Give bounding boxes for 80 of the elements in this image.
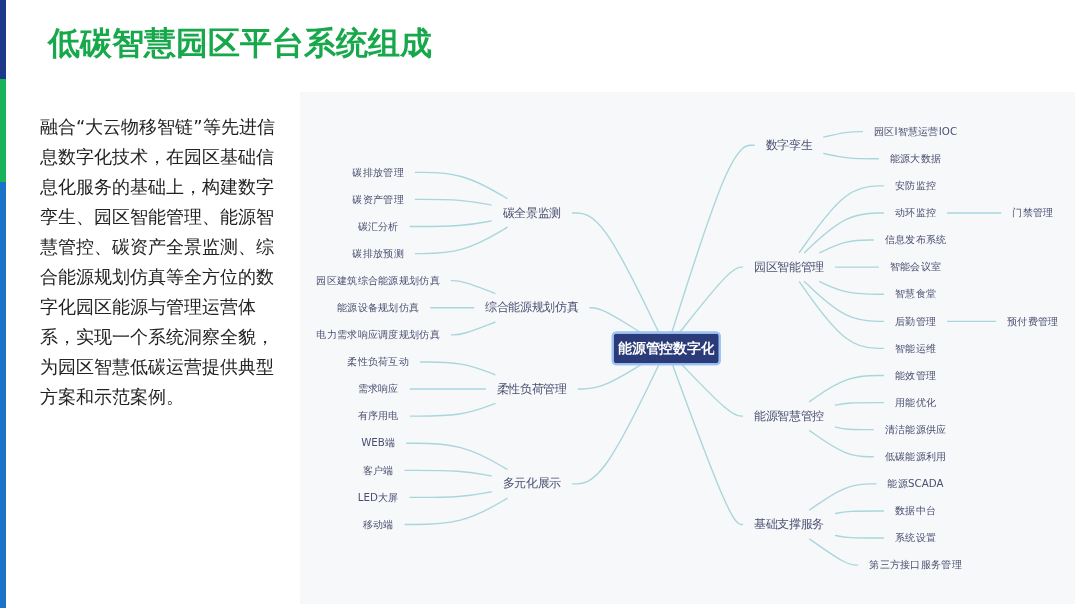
node-text: 能源SCADA: [887, 477, 944, 490]
node-text: 系统设置: [894, 531, 937, 544]
node-text: 门禁管理: [1012, 206, 1054, 219]
node-text: 动环监控: [894, 206, 937, 219]
node-text: 智慧食堂: [894, 287, 937, 300]
node-text: 清洁能源供应: [884, 422, 947, 436]
node-text: 智能运维: [894, 341, 937, 354]
node-text: 碳排放预测: [352, 246, 404, 260]
connector: [571, 363, 660, 485]
connector: [403, 469, 493, 477]
connector: [681, 363, 744, 417]
node-text: 移动端: [362, 517, 394, 531]
connector: [429, 306, 475, 309]
connector: [798, 184, 885, 254]
node-text: 智能会议室: [889, 260, 942, 273]
connector: [834, 425, 875, 430]
node-text: 需求响应: [357, 382, 399, 395]
node-text: WEB端: [361, 436, 396, 449]
connector: [450, 279, 497, 294]
connector: [822, 130, 864, 138]
connector: [803, 280, 885, 322]
connector: [808, 429, 875, 458]
node-text: 碳排放管理: [352, 165, 404, 178]
node-text: LED大屏: [357, 490, 399, 503]
connector: [834, 401, 885, 406]
connector: [409, 219, 493, 227]
node-text: 有序用电: [357, 409, 399, 422]
connector: [946, 211, 1002, 214]
connector: [414, 226, 509, 254]
connector: [409, 387, 487, 390]
node-text: 低碳能源利用: [884, 450, 947, 463]
connector: [946, 320, 997, 322]
node-text: 客户端: [362, 463, 394, 476]
connector: [450, 320, 497, 336]
node-text: 用能优化: [894, 395, 937, 409]
connector: [818, 280, 885, 295]
node-text: 柔性负荷管理: [496, 381, 567, 395]
node-text: 碳资产管理: [352, 192, 404, 205]
node-text: 碳汇分析: [357, 219, 399, 233]
node-text: 数据中台: [894, 504, 937, 517]
connector: [808, 537, 859, 566]
connector: [403, 497, 509, 525]
node-text: 能源设备规划仿真: [337, 301, 420, 314]
node-text: 后勤管理: [894, 314, 937, 327]
connector: [808, 374, 885, 403]
node-text: 基础支撑服务: [754, 516, 824, 531]
connector: [803, 211, 885, 254]
connector: [808, 482, 878, 511]
node-text: 信息发布系统: [884, 233, 947, 246]
node-text: 预付费管理: [1007, 314, 1059, 327]
connector: [409, 402, 497, 417]
connector: [834, 266, 880, 268]
slide-title: 低碳智慧园区平台系统组成: [48, 23, 432, 64]
connector: [834, 509, 885, 514]
connector: [414, 198, 493, 206]
node-text: 碳全景监测: [502, 205, 561, 219]
node-text: 安防监控: [894, 179, 937, 192]
connector: [408, 490, 493, 498]
node-text: 多元化展示: [502, 476, 561, 490]
connector: [822, 152, 880, 160]
node-text: 能源大数据: [889, 152, 942, 165]
intro-paragraph: 融合“大云物移智链”等先进信息数字化技术，在园区基础信息化服务的基础上，构建数字孪生、园区智能管理、能源智慧管控、碳资产全景监测、综合能源规划仿真等全方位的数字化园区能源与管理运营体系，实现一个系统洞察全貌，为园区智慧低碳运营提供典型方案和示范案例。: [40, 115, 276, 409]
node-text: 能源智慧管控: [754, 408, 824, 423]
connector: [834, 534, 885, 539]
node-text: 柔性负荷互动: [347, 355, 410, 368]
node-text: 园区建筑综合能源规划仿真: [316, 273, 440, 287]
node-text: 数字孪生: [765, 137, 813, 152]
node-text: 能效管理: [894, 368, 937, 382]
connector: [405, 442, 509, 470]
node-text: 第三方接口服务管理: [869, 558, 962, 571]
connector: [577, 363, 642, 390]
node-text: 园区I智慧运营IOC: [874, 124, 958, 138]
node-text: 园区智能管理: [754, 259, 824, 274]
node-text: 综合能源规划仿真: [485, 299, 579, 314]
connector: [818, 238, 875, 254]
node-text: 电力需求响应调度规划仿真: [316, 328, 440, 341]
connector: [798, 280, 885, 349]
connector: [419, 360, 497, 376]
connector: [414, 171, 509, 199]
connector: [671, 363, 744, 525]
